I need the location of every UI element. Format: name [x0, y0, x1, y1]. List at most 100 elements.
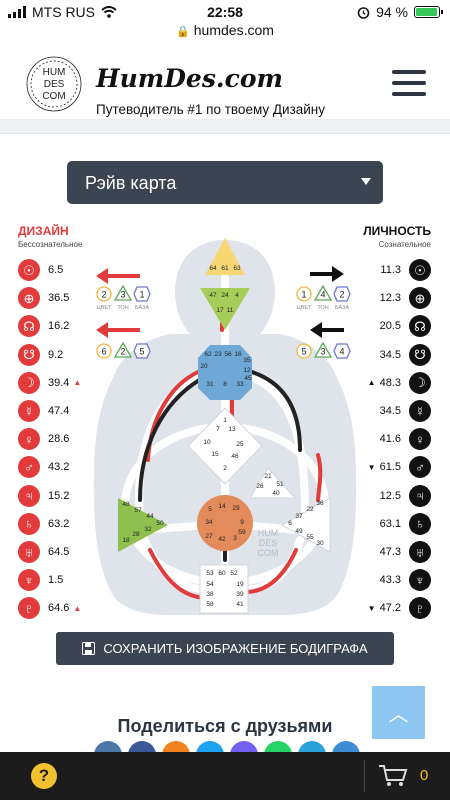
- variable-value: 5: [139, 347, 144, 357]
- uranus-icon: ♅: [409, 541, 431, 563]
- design-title: ДИЗАЙН: [18, 224, 69, 238]
- planet-row[interactable]: 34.5☿: [376, 400, 431, 422]
- ajna-center[interactable]: [200, 288, 250, 330]
- south-node-icon: ☋: [18, 343, 40, 366]
- watermark-line: HUM: [258, 528, 279, 538]
- throat-center[interactable]: [198, 345, 252, 400]
- base-pentagon-icon: [133, 286, 151, 302]
- planet-row[interactable]: ♅64.5: [18, 541, 73, 563]
- channel: [243, 368, 302, 452]
- share-button[interactable]: [332, 741, 360, 755]
- gate-number: 46: [231, 453, 239, 460]
- gate-number: 48: [122, 501, 130, 508]
- gate-number: 37: [295, 513, 303, 520]
- planet-row[interactable]: ▼47.2♇: [368, 597, 431, 620]
- jupiter-icon: ♃: [18, 484, 40, 507]
- gate-number: 41: [236, 601, 244, 608]
- save-bodygraph-button[interactable]: СОХРАНИТЬ ИЗОБРАЖЕНИЕ БОДИГРАФА: [56, 632, 394, 665]
- gate-number: 60: [218, 570, 226, 577]
- earth-icon: ⊕: [18, 287, 40, 310]
- planet-row[interactable]: 11.3☉: [376, 259, 431, 281]
- share-button[interactable]: [298, 741, 326, 755]
- planet-row[interactable]: ♆1.5: [18, 569, 67, 592]
- planet-row[interactable]: ☊16.2: [18, 315, 73, 338]
- caret-down-icon: [361, 178, 371, 185]
- planet-row[interactable]: ☿47.4: [18, 400, 73, 422]
- planet-row[interactable]: ☉6.5: [18, 259, 67, 281]
- planet-gate-value: 34.5: [379, 405, 401, 417]
- gate-number: 18: [122, 537, 130, 544]
- gate-number: 56: [224, 351, 232, 358]
- planet-row[interactable]: ☽39.4▲: [18, 371, 81, 394]
- planet-row[interactable]: 12.3⊕: [376, 287, 431, 310]
- gate-number: 20: [200, 363, 208, 370]
- planet-row[interactable]: ▲48.3☽: [368, 371, 431, 394]
- share-button[interactable]: [264, 741, 292, 755]
- personality-subtitle: Сознательное: [378, 240, 431, 249]
- scroll-to-top-button[interactable]: ︿: [372, 686, 425, 739]
- planet-row[interactable]: 63.1♄: [376, 512, 431, 535]
- planet-row[interactable]: ♇64.6▲: [18, 597, 82, 620]
- planet-row[interactable]: ♃15.2: [18, 484, 73, 507]
- planet-row[interactable]: ▼61.5♂: [368, 456, 431, 479]
- share-button[interactable]: [128, 741, 156, 755]
- head-center[interactable]: [205, 238, 245, 275]
- planet-row[interactable]: 47.3♅: [376, 541, 431, 563]
- gate-number: 30: [316, 540, 324, 547]
- base-pentagon-icon: [133, 343, 151, 359]
- chart-type-select[interactable]: Рэйв карта: [67, 161, 383, 204]
- pluto-icon: ♇: [409, 597, 431, 620]
- solar-plexus-center[interactable]: [280, 497, 331, 553]
- personality-arrows: [310, 266, 344, 338]
- tone-triangle-icon: [313, 341, 333, 358]
- gate-number: 50: [156, 520, 164, 527]
- planet-gate-value: 1.5: [48, 574, 64, 587]
- planet-row[interactable]: ☋9.2: [18, 343, 67, 366]
- planet-row[interactable]: ♂43.2: [18, 456, 73, 479]
- share-button[interactable]: [94, 741, 122, 755]
- help-icon[interactable]: ?: [31, 763, 57, 789]
- planet-row[interactable]: ♄63.2: [18, 512, 73, 535]
- planet-row[interactable]: 12.5♃: [376, 484, 431, 507]
- planet-gate-value: 64.5: [48, 546, 70, 558]
- planet-gate-value: 47.4: [48, 405, 70, 417]
- share-button[interactable]: [162, 741, 190, 755]
- gate-number: 8: [223, 381, 227, 388]
- south-node-icon: ☋: [409, 343, 431, 366]
- planet-gate-value: 48.3: [379, 376, 401, 389]
- humdes-logo[interactable]: HUM DES COM: [24, 54, 84, 114]
- planet-row[interactable]: 41.6♀: [376, 428, 431, 451]
- exaltation-mark: ▲: [73, 603, 82, 613]
- planet-row[interactable]: ⊕36.5: [18, 287, 73, 310]
- sacral-center[interactable]: [197, 495, 253, 551]
- planet-row[interactable]: 34.5☋: [376, 343, 431, 366]
- gate-number: 27: [205, 533, 213, 540]
- site-header: HUM DES COM HumDes.com Путеводитель #1 п…: [0, 46, 450, 120]
- gate-number: 22: [306, 506, 314, 513]
- share-button[interactable]: [230, 741, 258, 755]
- cart-icon[interactable]: [378, 764, 408, 788]
- planet-row[interactable]: ♀28.6: [18, 428, 73, 451]
- share-button[interactable]: [196, 741, 224, 755]
- url-bar[interactable]: 🔒humdes.com: [0, 22, 450, 44]
- color-circle-icon: [96, 343, 112, 359]
- g-center[interactable]: [187, 407, 263, 485]
- heart-center[interactable]: [249, 467, 297, 499]
- save-button-label: СОХРАНИТЬ ИЗОБРАЖЕНИЕ БОДИГРАФА: [103, 641, 368, 656]
- personality-title: ЛИЧНОСТЬ: [363, 224, 431, 238]
- brand-title[interactable]: HumDes.com: [96, 64, 283, 93]
- menu-icon[interactable]: [392, 70, 426, 96]
- gate-number: 19: [236, 581, 244, 588]
- gate-number: 62: [204, 351, 212, 358]
- gate-number: 9: [240, 519, 244, 526]
- gate-number: 15: [211, 451, 219, 458]
- spleen-center[interactable]: [118, 498, 168, 552]
- north-node-icon: ☊: [18, 315, 40, 338]
- planet-row[interactable]: 20.5☊: [376, 315, 431, 338]
- root-center[interactable]: [199, 564, 249, 614]
- jupiter-icon: ♃: [409, 484, 431, 507]
- mars-icon: ♂: [409, 456, 431, 479]
- gate-number: 5: [208, 506, 212, 513]
- planet-row[interactable]: 43.3♆: [376, 569, 431, 592]
- variable-value: 3: [320, 347, 325, 357]
